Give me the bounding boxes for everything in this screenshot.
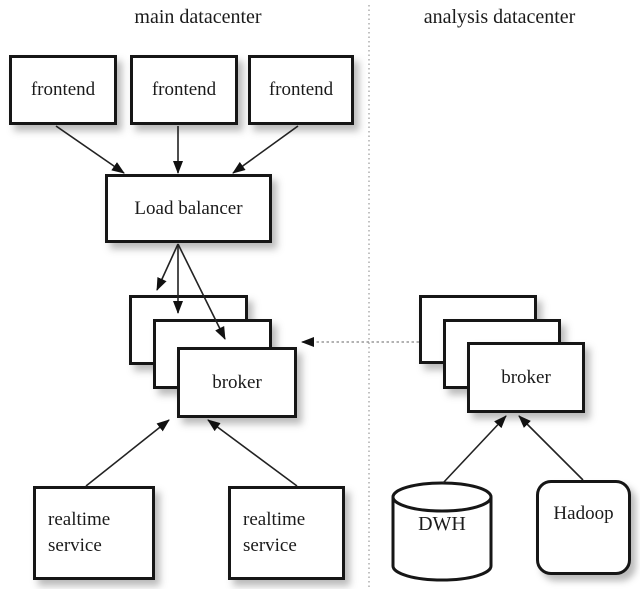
dwh-label: DWH (418, 513, 466, 535)
edge-frontend1-to-loadbalancer (55, 125, 125, 174)
hadoop-node: Hadoop (536, 480, 631, 575)
hadoop-label: Hadoop (553, 503, 614, 524)
frontend-label: frontend (30, 79, 96, 100)
analysis-broker-node: broker (467, 342, 585, 413)
frontend-node-1: frontend (9, 55, 117, 125)
main-broker-label: broker (212, 371, 262, 393)
edge-frontend3-to-loadbalancer (232, 125, 299, 174)
edge-loadbalancer-to-broker-back (156, 243, 179, 291)
frontend-label: frontend (268, 79, 334, 100)
edge-realtime1-to-broker (85, 419, 170, 487)
analysis-datacenter-title: analysis datacenter (423, 6, 576, 28)
realtime-service-node-2: realtime service (228, 486, 345, 580)
frontend-node-3: frontend (248, 55, 354, 125)
load-balancer-node: Load balancer (105, 174, 272, 243)
analysis-broker-label: broker (501, 366, 551, 388)
frontend-node-2: frontend (130, 55, 238, 125)
edge-realtime2-to-broker (207, 419, 298, 487)
main-datacenter-title: main datacenter (134, 6, 262, 28)
load-balancer-label: Load balancer (134, 197, 243, 219)
realtime-service-label: realtime service (48, 508, 111, 556)
realtime-service-label: realtime service (243, 508, 306, 556)
frontend-label: frontend (151, 79, 217, 100)
realtime-service-node-1: realtime service (33, 486, 155, 580)
edge-dwh-to-analysis-broker (442, 415, 507, 484)
main-broker-node: broker (177, 347, 297, 418)
edge-hadoop-to-analysis-broker (518, 415, 584, 481)
